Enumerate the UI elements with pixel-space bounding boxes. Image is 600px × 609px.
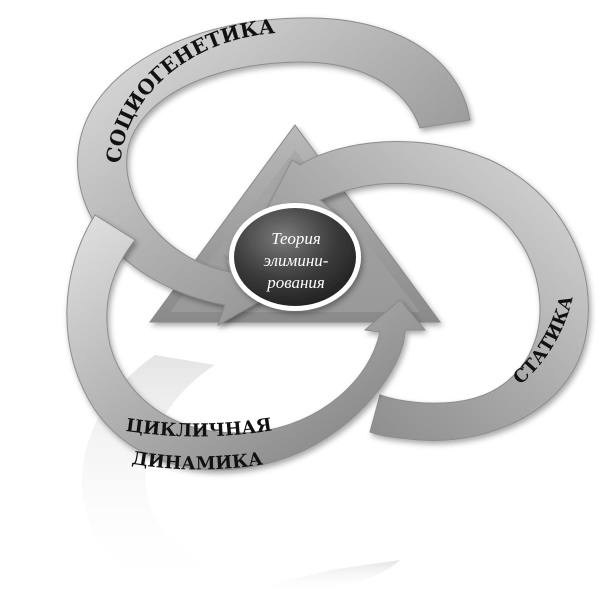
core-ellipse (229, 203, 361, 311)
arrow-top (77, 17, 471, 327)
arrow-bottom (66, 214, 427, 471)
core-label-line1: Теория (271, 229, 321, 248)
core-label-line3: рования (266, 273, 325, 292)
arrow-right (261, 141, 589, 441)
core-label-line2: элимини- (264, 251, 329, 270)
label-cyclic: ЦИКЛИЧНАЯ (125, 415, 274, 442)
